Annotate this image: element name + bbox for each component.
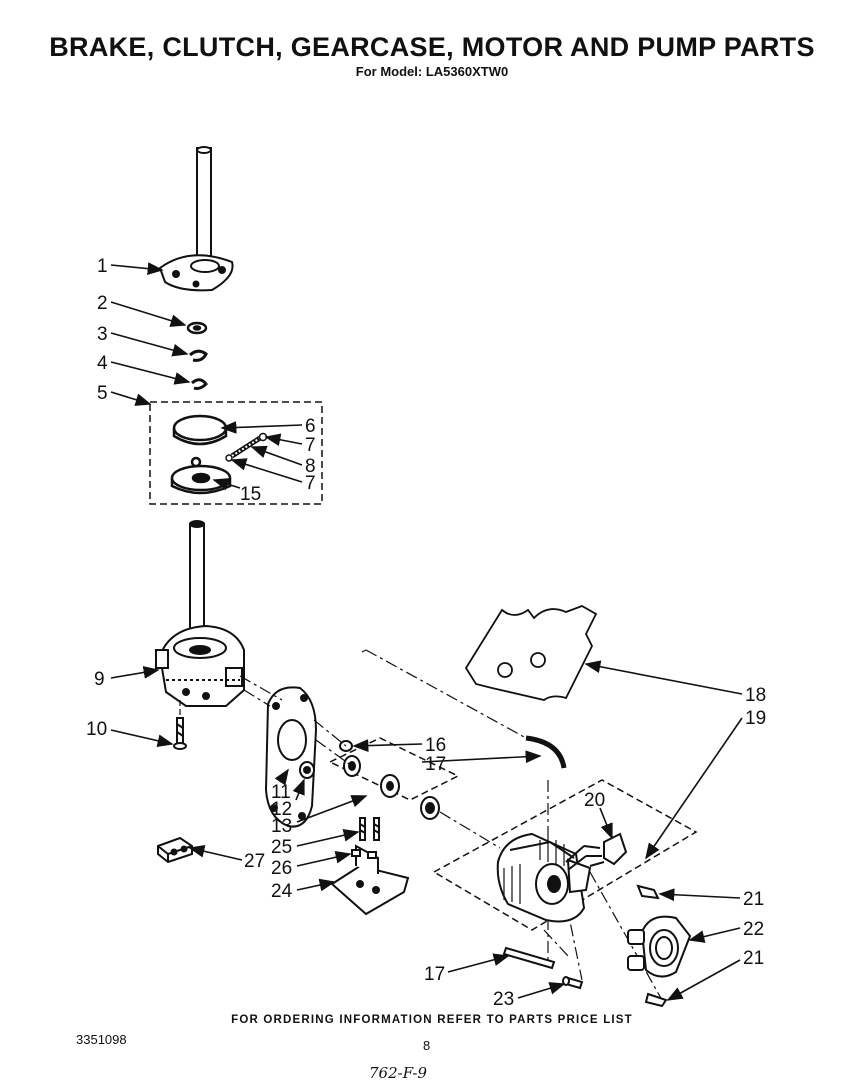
part-21-clip-lower bbox=[644, 992, 668, 1008]
part-12-seal bbox=[299, 761, 315, 779]
ordering-note: FOR ORDERING INFORMATION REFER TO PARTS … bbox=[231, 1014, 633, 1026]
callout-27: 27 bbox=[244, 851, 265, 872]
part-9-gearcase bbox=[155, 520, 245, 707]
part-3-retaining-ring bbox=[189, 349, 208, 362]
part-20-switch bbox=[565, 832, 628, 871]
part-5-brake-kit-box bbox=[149, 401, 323, 505]
page-number: 8 bbox=[423, 1038, 431, 1053]
part-22-pump bbox=[627, 915, 692, 978]
part-10-bolt bbox=[173, 717, 187, 750]
callout-25: 25 bbox=[271, 837, 292, 858]
part-18-motor-shield bbox=[464, 605, 598, 701]
part-17-strap-lower bbox=[502, 946, 556, 970]
part-19-motor-kit-box bbox=[432, 779, 698, 931]
part-4-clip bbox=[191, 378, 208, 390]
callout-4: 4 bbox=[97, 353, 108, 374]
callout-21-lower: 21 bbox=[743, 948, 764, 969]
handwritten-code: 762-F-9 bbox=[369, 1064, 428, 1082]
callout-2: 2 bbox=[97, 293, 108, 314]
part-15-brake-disc bbox=[170, 456, 232, 495]
motor bbox=[496, 832, 592, 923]
model-subtitle: For Model: LA5360XTW0 bbox=[355, 64, 509, 79]
callout-22: 22 bbox=[743, 919, 764, 940]
part-17-hose-upper bbox=[525, 735, 567, 769]
callout-6: 6 bbox=[305, 416, 316, 437]
document-number: 3351098 bbox=[76, 1032, 127, 1047]
callout-17-upper: 17 bbox=[425, 754, 446, 775]
callout-15: 15 bbox=[240, 484, 261, 505]
callout-19: 19 bbox=[745, 708, 766, 729]
part-2-washer bbox=[186, 321, 208, 335]
callout-10: 10 bbox=[86, 719, 107, 740]
part-8-spring bbox=[225, 432, 268, 462]
assembly-alignment-lines bbox=[239, 649, 663, 1001]
callout-5: 5 bbox=[97, 383, 108, 404]
callout-7-lower: 7 bbox=[305, 473, 316, 494]
part-27-block bbox=[157, 836, 193, 864]
callout-12: 12 bbox=[271, 799, 292, 820]
part-13-pulleys bbox=[343, 755, 440, 820]
callout-20: 20 bbox=[584, 790, 605, 811]
part-6-brake-band bbox=[172, 414, 228, 446]
callout-17-lower: 17 bbox=[424, 964, 445, 985]
callout-23: 23 bbox=[493, 989, 514, 1010]
part-26-nuts bbox=[351, 849, 377, 859]
callout-21-upper: 21 bbox=[743, 889, 764, 910]
page-title: BRAKE, CLUTCH, GEARCASE, MOTOR AND PUMP … bbox=[49, 32, 815, 62]
part-25-screws bbox=[359, 817, 380, 841]
callout-11: 11 bbox=[271, 782, 291, 803]
callout-8: 8 bbox=[305, 456, 316, 477]
callout-3: 3 bbox=[97, 324, 108, 345]
part-23-screw bbox=[562, 976, 584, 990]
callout-1: 1 bbox=[97, 256, 108, 277]
part-24-mounting-bracket bbox=[330, 844, 410, 916]
callout-26: 26 bbox=[271, 858, 292, 879]
callout-9: 9 bbox=[94, 669, 105, 690]
part-1-brake-shaft bbox=[158, 146, 234, 292]
callout-16: 16 bbox=[425, 735, 446, 756]
callout-7-upper: 7 bbox=[305, 435, 316, 456]
callout-24: 24 bbox=[271, 881, 293, 902]
callout-13: 13 bbox=[271, 816, 292, 837]
callout-18: 18 bbox=[745, 685, 766, 706]
part-21-clip-upper bbox=[636, 884, 660, 900]
leader-lines bbox=[110, 262, 743, 1001]
